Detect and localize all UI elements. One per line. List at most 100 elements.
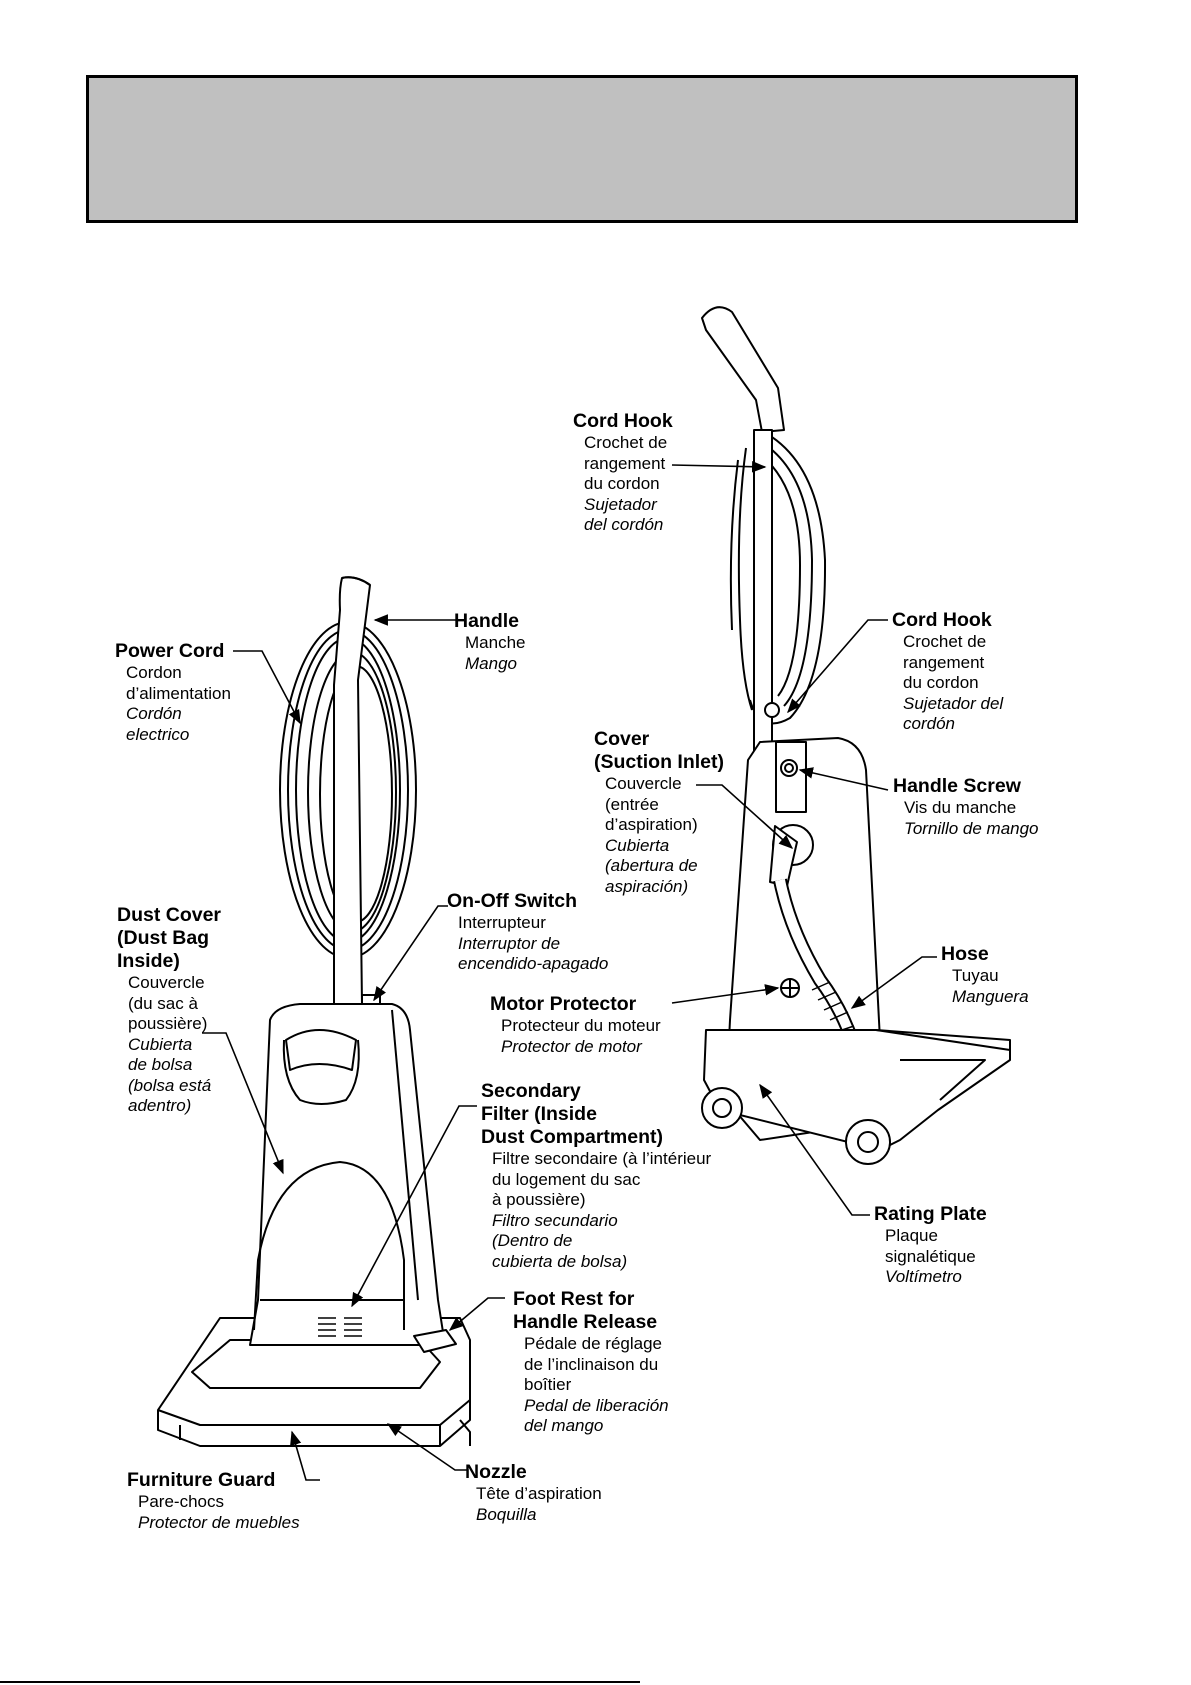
fr-line: Plaque (885, 1226, 938, 1245)
fr-line: Filtre secondaire (à l’intérieur (492, 1149, 712, 1168)
es-line: cordón (903, 714, 955, 733)
rear-vacuum-drawing (701, 306, 1011, 1165)
fr-line: (entrée (605, 794, 659, 814)
cover-title: (Suction Inlet) (594, 751, 724, 773)
label-motor-protector: Motor Protector Protecteur du moteur Pro… (490, 993, 661, 1057)
label-power-cord: Power Cord Cordon d’alimentation Cordón … (115, 640, 231, 745)
label-on-off-switch: On-Off Switch Interrupteur Interruptor d… (447, 890, 608, 975)
rear-handle (701, 306, 785, 433)
label-dust-cover: Dust Cover (Dust Bag Inside) Couvercle (… (117, 904, 221, 1117)
fr-line: de l’inclinaison du (524, 1354, 659, 1374)
fr-line: du cordon (584, 474, 660, 493)
es-line: Boquilla (476, 1504, 537, 1524)
label-secondary-filter: Secondary Filter (Inside Dust Compartmen… (481, 1080, 711, 1272)
fr-line: Crochet de (903, 632, 987, 651)
es-line: Tornillo de mango (904, 818, 1039, 838)
header-banner (86, 75, 1078, 223)
label-handle: Handle Manche Mango (454, 610, 525, 674)
fr-line: Cordon (126, 663, 182, 682)
es-line: Interruptor de (458, 933, 561, 953)
es-line: del cordón (584, 515, 664, 534)
footer-rule (0, 1681, 640, 1683)
es-line: Pedal de liberación (524, 1395, 669, 1415)
label-handle-screw: Handle Screw Vis du manche Tornillo de m… (893, 775, 1039, 839)
fr-line: (du sac à (128, 993, 198, 1013)
handle-screw-title: Handle Screw (893, 775, 1021, 797)
on-off-switch-title: On-Off Switch (447, 890, 577, 912)
fr-line: d’alimentation (126, 683, 231, 703)
front-dust-cover (249, 1003, 446, 1346)
secondary-filter-title: Filter (Inside (481, 1103, 597, 1125)
fr-line: boîtier (524, 1375, 572, 1394)
label-nozzle: Nozzle Tête d’aspiration Boquilla (465, 1461, 602, 1525)
es-line: Cordón (126, 704, 182, 723)
es-line: (Dentro de (492, 1231, 573, 1250)
es-line: Sujetador (584, 494, 657, 514)
dust-cover-title: Inside) (117, 950, 180, 972)
label-furniture-guard: Furniture Guard Pare-chocs Protector de … (127, 1469, 300, 1533)
rating-plate-title: Rating Plate (874, 1203, 987, 1225)
handle-title: Handle (454, 610, 520, 632)
cord-hook-lower-title: Cord Hook (892, 609, 992, 631)
rear-cord-wrap (729, 429, 827, 725)
es-line: Protector de motor (501, 1036, 642, 1056)
fr-line: Interrupteur (458, 913, 546, 932)
leader-lines (202, 460, 937, 1481)
nozzle-title: Nozzle (465, 1461, 527, 1483)
es-line: adentro) (128, 1096, 192, 1115)
es-line: Cubierta (128, 1034, 193, 1054)
fr-line: Vis du manche (904, 798, 1017, 817)
front-vacuum-drawing (157, 576, 471, 1447)
es-line: aspiración) (605, 876, 689, 896)
dust-cover-title: (Dust Bag (117, 927, 210, 949)
motor-protector-title: Motor Protector (490, 993, 637, 1015)
fr-line: Pédale de réglage (524, 1334, 663, 1353)
es-line: Manguera (952, 986, 1029, 1006)
label-rating-plate: Rating Plate Plaque signalétique Voltíme… (874, 1203, 987, 1288)
front-handle (333, 576, 371, 1006)
furniture-guard-title: Furniture Guard (127, 1469, 276, 1491)
foot-rest-title: Foot Rest for (513, 1288, 635, 1310)
es-line: electrico (126, 724, 190, 744)
label-foot-rest: Foot Rest for Handle Release Pédale de r… (513, 1288, 669, 1437)
cover-title: Cover (594, 728, 650, 750)
label-hose: Hose Tuyau Manguera (941, 943, 1029, 1007)
es-line: (abertura de (605, 856, 698, 875)
fr-line: d’aspiration) (605, 815, 698, 834)
es-line: Cubierta (605, 835, 670, 855)
es-line: encendido-apagado (458, 954, 609, 973)
es-line: Voltímetro (885, 1267, 962, 1286)
fr-line: Crochet de (584, 433, 668, 452)
fr-line: Manche (465, 633, 526, 652)
dust-cover-title: Dust Cover (117, 904, 222, 926)
power-cord-title: Power Cord (115, 640, 225, 662)
hose-title: Hose (941, 943, 989, 965)
fr-line: Tête d’aspiration (476, 1484, 602, 1503)
es-line: cubierta de bolsa) (492, 1251, 628, 1271)
secondary-filter-title: Secondary (481, 1080, 581, 1102)
es-line: Sujetador del (903, 693, 1004, 713)
foot-rest-title: Handle Release (513, 1311, 658, 1333)
fr-line: du cordon (903, 673, 979, 692)
fr-line: Pare-chocs (138, 1492, 224, 1511)
es-line: del mango (524, 1416, 604, 1435)
fr-line: Couvercle (605, 774, 682, 793)
fr-line: signalétique (885, 1246, 976, 1266)
fr-line: rangement (903, 652, 985, 672)
secondary-filter-title: Dust Compartment) (481, 1126, 664, 1148)
fr-line: à poussière) (492, 1190, 586, 1209)
fr-line: Couvercle (128, 973, 205, 992)
label-cord-hook-lower: Cord Hook Crochet de rangement du cordon… (892, 609, 1003, 735)
fr-line: poussière) (128, 1014, 208, 1033)
es-line: Filtro secundario (492, 1210, 618, 1230)
fr-line: Protecteur du moteur (501, 1016, 661, 1035)
label-cover: Cover (Suction Inlet) Couvercle (entrée … (594, 728, 724, 897)
fr-line: Tuyau (952, 966, 999, 985)
es-line: Mango (465, 653, 517, 673)
cord-hook-top-title: Cord Hook (573, 410, 673, 432)
fr-line: du logement du sac (492, 1169, 641, 1189)
es-line: (bolsa está (128, 1075, 212, 1095)
fr-line: rangement (584, 453, 666, 473)
es-line: Protector de muebles (138, 1512, 300, 1532)
